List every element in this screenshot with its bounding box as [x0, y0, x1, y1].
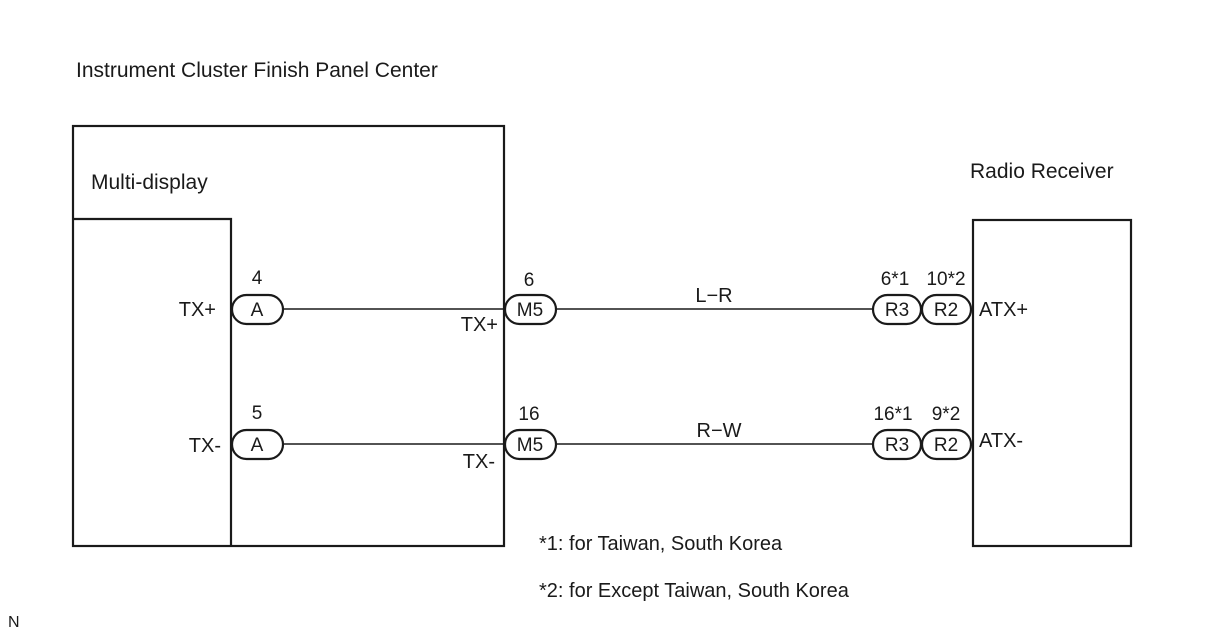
panel-pin-6: 6	[524, 270, 535, 291]
connector-r2-atx-plus	[920, 293, 973, 326]
panel-title: Instrument Cluster Finish Panel Center	[76, 59, 438, 82]
connector-a-tx-minus	[230, 428, 285, 461]
radio-receiver-box	[971, 218, 1133, 548]
panel-pin-16: 16	[518, 404, 539, 425]
connector-m5-tx-minus	[503, 428, 558, 461]
radio-pin-9-2: 9*2	[932, 404, 961, 425]
panel-signal-tx-minus: TX-	[463, 451, 495, 473]
multi-display-pin-5: 5	[252, 403, 263, 424]
finish-panel-box	[71, 124, 506, 548]
multi-display-label: Multi-display	[91, 171, 208, 194]
wire-color-l-r: L−R	[695, 285, 732, 307]
connector-r2-label: R2	[934, 435, 958, 456]
connector-r2-atx-minus	[920, 428, 973, 461]
connector-m5-label: M5	[517, 435, 543, 456]
connector-a-label: A	[251, 435, 264, 456]
radio-pin-6-1: 6*1	[881, 269, 910, 290]
connector-m5-tx-plus	[503, 293, 558, 326]
connector-a-label: A	[251, 300, 264, 321]
radio-pin-10-2: 10*2	[926, 269, 965, 290]
multi-display-pin-4: 4	[252, 268, 263, 289]
multi-display-signal-tx-plus: TX+	[179, 299, 216, 321]
radio-signal-atx-plus: ATX+	[979, 299, 1028, 321]
connector-a-tx-plus	[230, 293, 285, 326]
corner-mark: N	[8, 614, 20, 631]
connector-m5-label: M5	[517, 300, 543, 321]
panel-signal-tx-plus: TX+	[461, 314, 498, 336]
radio-pin-16-1: 16*1	[873, 404, 912, 425]
wire-color-r-w: R−W	[697, 420, 742, 442]
footnote-1: *1: for Taiwan, South Korea	[539, 533, 783, 555]
footnote-2: *2: for Except Taiwan, South Korea	[539, 580, 850, 602]
multi-display-box	[73, 217, 233, 546]
connector-r3-label: R3	[885, 300, 909, 321]
multi-display-signal-tx-minus: TX-	[189, 435, 221, 457]
radio-receiver-label: Radio Receiver	[970, 160, 1114, 183]
connector-r2-label: R2	[934, 300, 958, 321]
radio-signal-atx-minus: ATX-	[979, 430, 1023, 452]
connector-r3-label: R3	[885, 435, 909, 456]
